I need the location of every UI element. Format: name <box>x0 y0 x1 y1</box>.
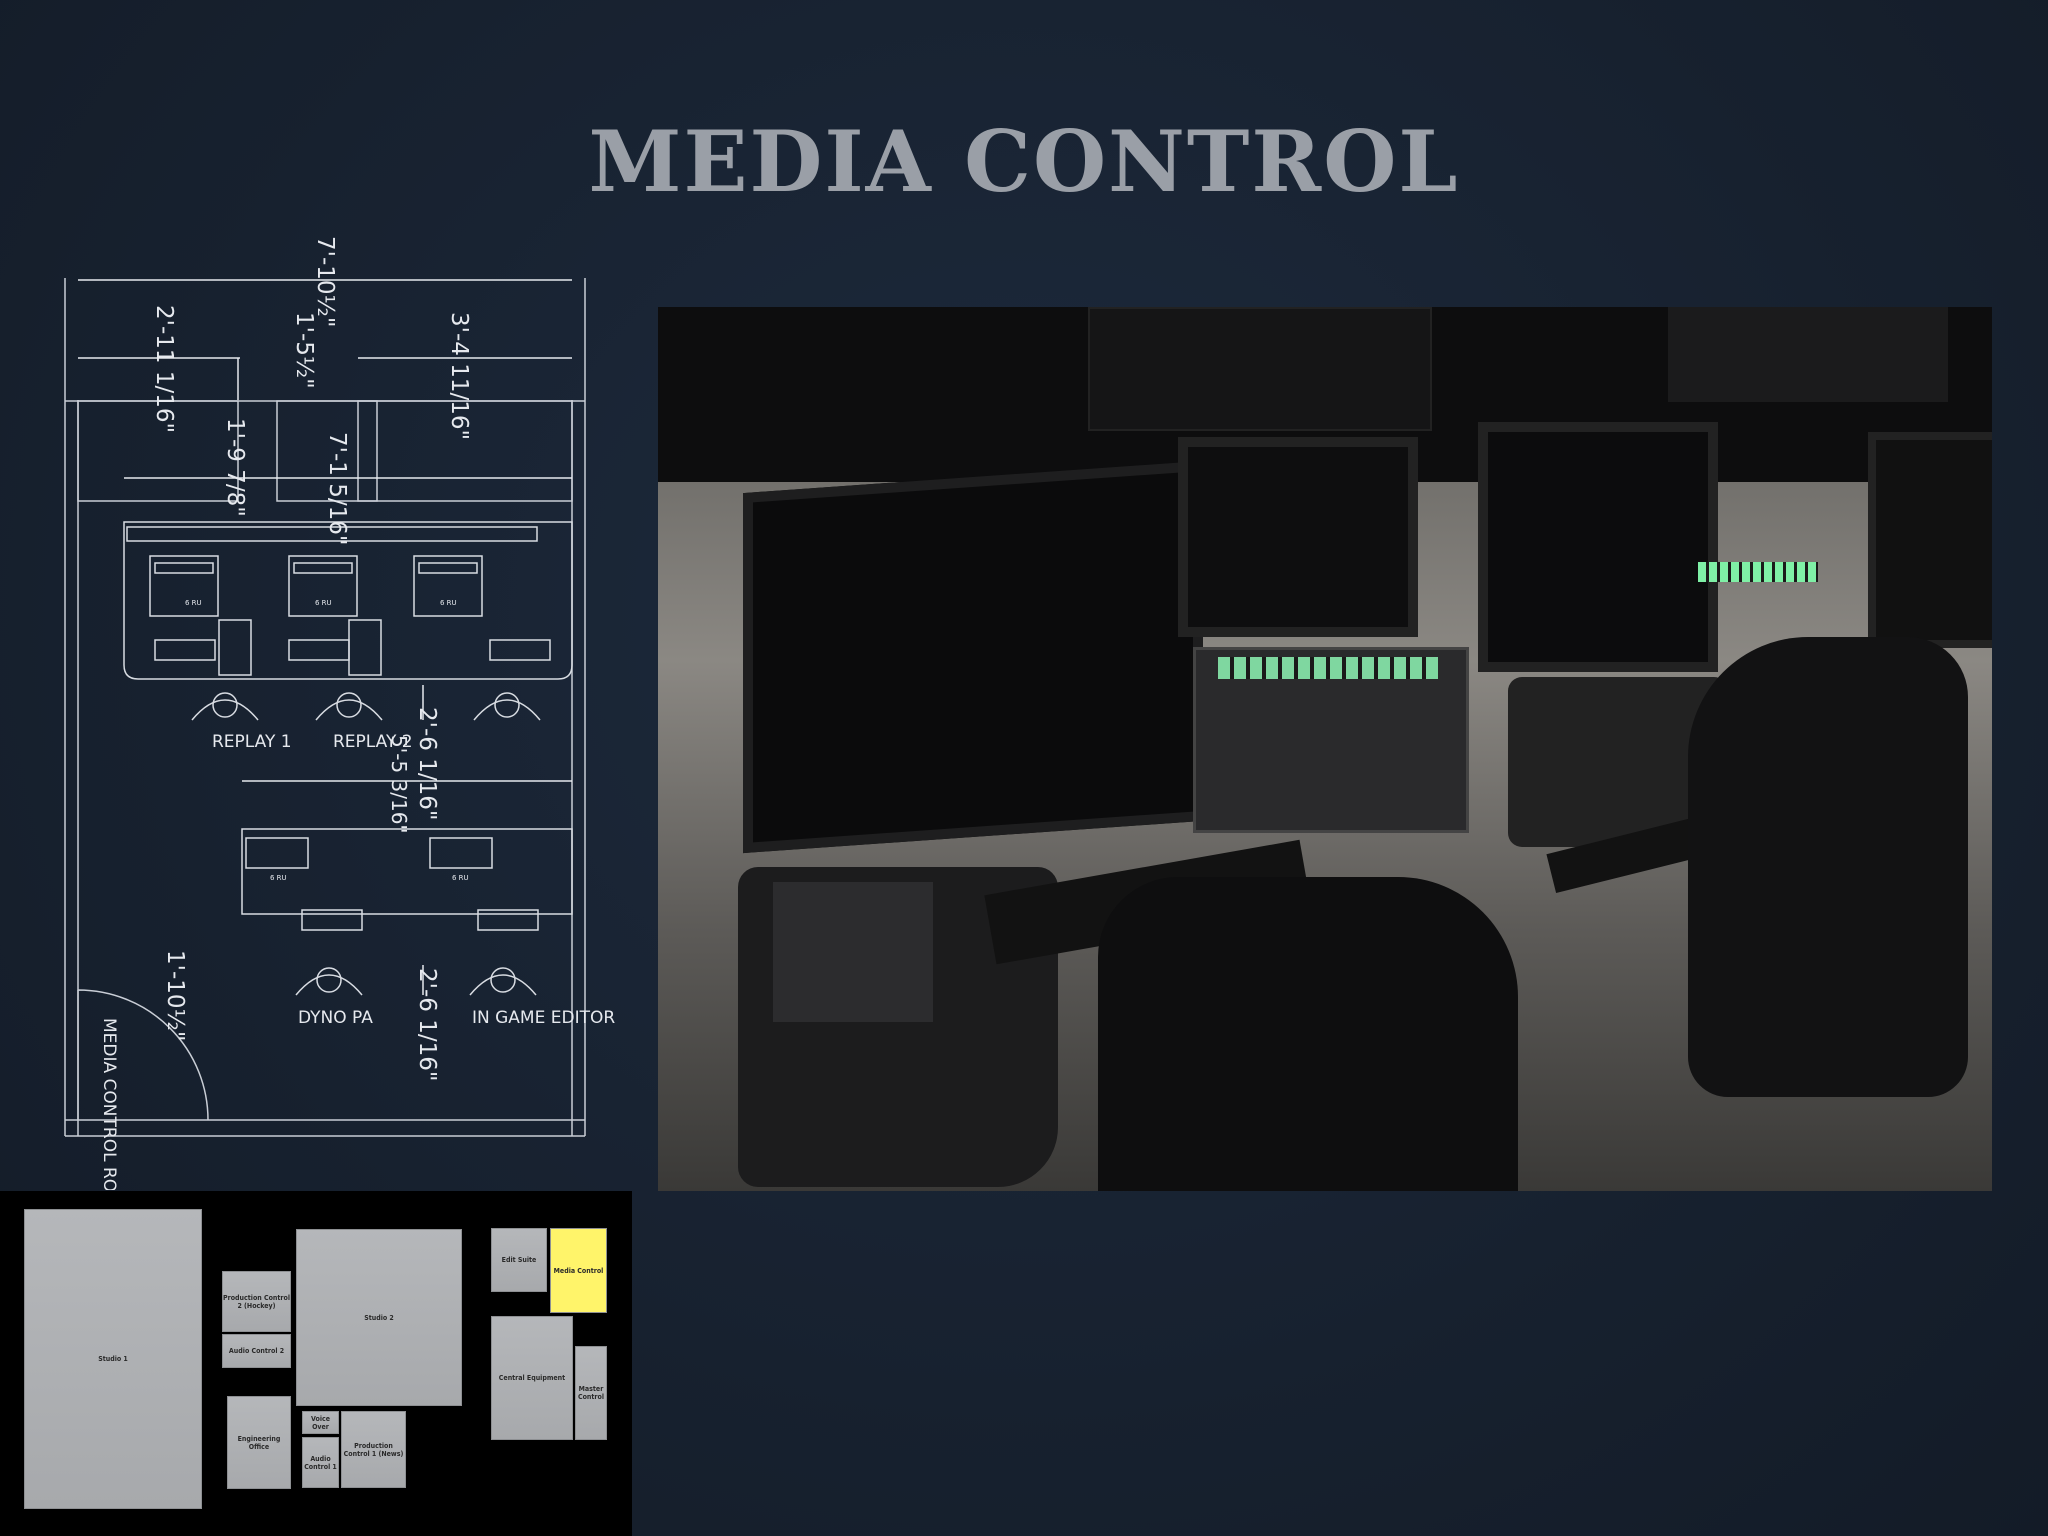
station-label-in-game-editor: IN GAME EDITOR <box>472 1008 615 1028</box>
rack-label: 6 RU <box>315 599 332 607</box>
monitor <box>1478 422 1718 672</box>
chair <box>1688 637 1968 1097</box>
dim-right-span: 3'-4 11/16" <box>446 312 472 440</box>
dim-left-span: 2'-11 1/16" <box>151 305 177 433</box>
room-studio-2[interactable]: Studio 2 <box>296 1229 462 1406</box>
dim-aisle-1: 2'-6 1/16" <box>414 707 440 820</box>
station-label-replay-1: REPLAY 1 <box>212 732 292 752</box>
facility-minimap: Studio 1 Production Control 2 (Hockey) A… <box>0 1191 632 1536</box>
room-central-equipment[interactable]: Central Equipment <box>491 1316 573 1440</box>
dim-aisle-2: 2'-6 1/16" <box>414 968 440 1081</box>
floor-plan: 6 RU 6 RU 6 RU 6 RU 6 RU 7'-10½" 2'-11 1… <box>64 236 615 1190</box>
rack-label: 6 RU <box>440 599 457 607</box>
room-studio-1[interactable]: Studio 1 <box>24 1209 202 1509</box>
chair <box>1098 877 1518 1191</box>
dim-door-width: 1'-10½" <box>162 950 188 1041</box>
room-audio-control-2[interactable]: Audio Control 2 <box>222 1334 291 1368</box>
rack-label: 6 RU <box>270 874 287 882</box>
monitor <box>743 460 1203 854</box>
room-edit-suite[interactable]: Edit Suite <box>491 1228 547 1292</box>
room-production-control-1[interactable]: Production Control 1 (News) <box>341 1411 406 1488</box>
station-label-replay-2: REPLAY 2 <box>333 732 413 752</box>
dim-desk-width: 7'-1 5/16" <box>324 432 350 545</box>
dim-second-desk-width: 5'-5 3/16" <box>387 735 411 834</box>
desk-row-2 <box>241 828 573 996</box>
room-engineering-office[interactable]: Engineering Office <box>227 1396 291 1489</box>
room-voice-over[interactable]: Voice Over <box>302 1411 339 1434</box>
room-media-control-highlighted[interactable]: Media Control <box>550 1228 607 1313</box>
monitor <box>1868 432 1992 648</box>
room-label: MEDIA CONTROL ROOM <box>99 1018 119 1190</box>
dim-overall-width: 7'-10½" <box>312 236 338 327</box>
room-production-control-2[interactable]: Production Control 2 (Hockey) <box>222 1271 291 1332</box>
room-master-control[interactable]: Master Control <box>575 1346 607 1440</box>
rack-label: 6 RU <box>452 874 469 882</box>
station-label-dyno-pa: DYNO PA <box>298 1008 373 1028</box>
monitor <box>1178 437 1418 637</box>
room-audio-control-1[interactable]: Audio Control 1 <box>302 1437 339 1488</box>
rack-label: 6 RU <box>185 599 202 607</box>
dimension-lines <box>78 279 572 995</box>
page-title: MEDIA CONTROL <box>588 112 1460 211</box>
dim-center-span: 1'-5½" <box>291 312 317 389</box>
desk-row-1 <box>123 521 573 721</box>
dim-column-depth: 1'-9 7/8" <box>222 418 248 517</box>
media-control-room-photo <box>658 307 1992 1191</box>
